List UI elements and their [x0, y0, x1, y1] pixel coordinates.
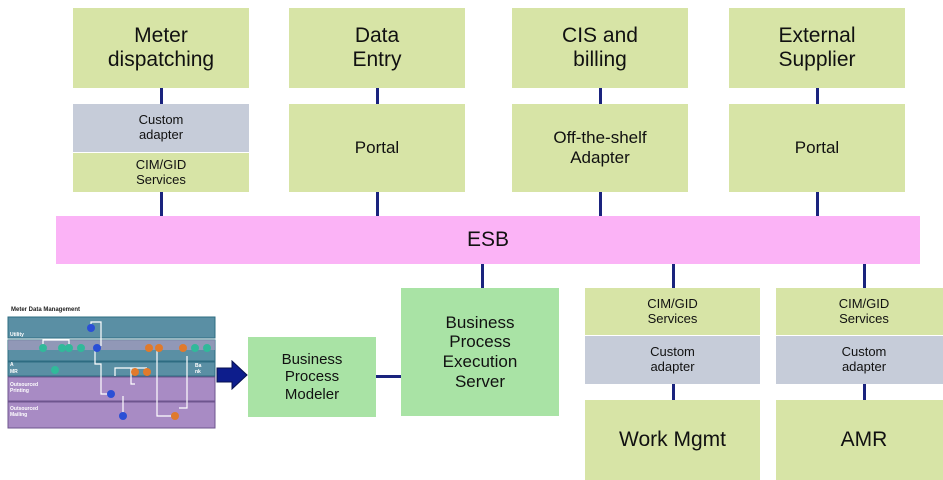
cis-off-the-shelf-adapter: Off-the-shelf Adapter — [512, 104, 688, 192]
amr-system: AMR — [776, 400, 943, 480]
esb-bus: ESB — [56, 216, 920, 264]
cim-gid-services-label: CIM/GID Services — [647, 295, 698, 326]
lane-label-printing: Outsourced — [10, 382, 38, 388]
meter-dispatching-label: Meter dispatching — [107, 23, 215, 71]
business-process-execution-server: Business Process Execution Server — [401, 288, 559, 416]
custom-adapter-label: Custom adapter — [841, 344, 887, 374]
external-supplier-portal: Portal — [729, 104, 905, 192]
connector — [376, 192, 379, 216]
process-nodes — [39, 324, 211, 420]
esb-label: ESB — [466, 227, 510, 251]
connector — [599, 88, 602, 104]
off-the-shelf-adapter-label: Off-the-shelf Adapter — [553, 128, 647, 167]
work-mgmt-cim-gid-services: CIM/GID Services — [585, 288, 760, 335]
divider — [776, 335, 943, 336]
amr-custom-adapter: Custom adapter — [776, 336, 943, 384]
connector — [816, 88, 819, 104]
connector — [160, 192, 163, 216]
divider — [585, 335, 760, 336]
cim-gid-services-label: CIM/GID Services — [838, 295, 890, 326]
arrow-right-icon — [216, 360, 248, 390]
cis-billing-label: CIS and billing — [562, 23, 638, 71]
lane-label-amr: A — [10, 362, 14, 368]
business-process-modeler: Business Process Modeler — [248, 337, 376, 417]
data-entry-portal: Portal — [289, 104, 465, 192]
meter-cim-gid-services: CIM/GID Services — [73, 153, 249, 192]
data-entry-system: Data Entry — [289, 8, 465, 88]
amr-cim-gid-services: CIM/GID Services — [776, 288, 943, 335]
connector — [672, 264, 675, 288]
svg-text:MR: MR — [10, 369, 18, 375]
meter-dispatching-system: Meter dispatching — [73, 8, 249, 88]
external-supplier-system: External Supplier — [729, 8, 905, 88]
lane-utility — [7, 316, 216, 339]
portal-label: Portal — [354, 138, 400, 158]
lane-label-bank: Ba — [195, 363, 202, 369]
work-mgmt-system: Work Mgmt — [585, 400, 760, 480]
cis-billing-system: CIS and billing — [512, 8, 688, 88]
custom-adapter-label: Custom adapter — [650, 344, 695, 374]
svg-text:Printing: Printing — [10, 388, 29, 394]
amr-label: AMR — [840, 427, 888, 451]
connector — [863, 384, 866, 400]
svg-text:nk: nk — [195, 369, 201, 375]
process-diagram-thumbnail: Meter Data Management Utility A MR Outso… — [7, 300, 217, 432]
svg-text:Mailing: Mailing — [10, 412, 27, 418]
connector — [816, 192, 819, 216]
lane-mailing — [7, 401, 216, 429]
connector — [863, 264, 866, 288]
cim-gid-services-label: CIM/GID Services — [135, 156, 187, 187]
connector — [672, 384, 675, 400]
connector — [599, 192, 602, 216]
connector — [376, 88, 379, 104]
custom-adapter-label: Custom adapter — [138, 112, 184, 142]
modeler-label: Business Process Modeler — [281, 351, 343, 403]
work-mgmt-custom-adapter: Custom adapter — [585, 336, 760, 384]
portal-label: Portal — [794, 138, 840, 158]
connector — [160, 88, 163, 104]
lane-label-mailing: Outsourced — [10, 406, 38, 412]
external-supplier-label: External Supplier — [778, 23, 856, 71]
connector — [481, 264, 484, 288]
work-mgmt-label: Work Mgmt — [619, 427, 726, 451]
connector — [376, 375, 401, 378]
meter-custom-adapter: Custom adapter — [73, 104, 249, 152]
lane-label-utility: Utility — [10, 332, 24, 338]
data-entry-label: Data Entry — [352, 23, 402, 71]
divider — [73, 152, 249, 153]
execution-server-label: Business Process Execution Server — [442, 312, 518, 391]
process-title: Meter Data Management — [11, 307, 80, 313]
